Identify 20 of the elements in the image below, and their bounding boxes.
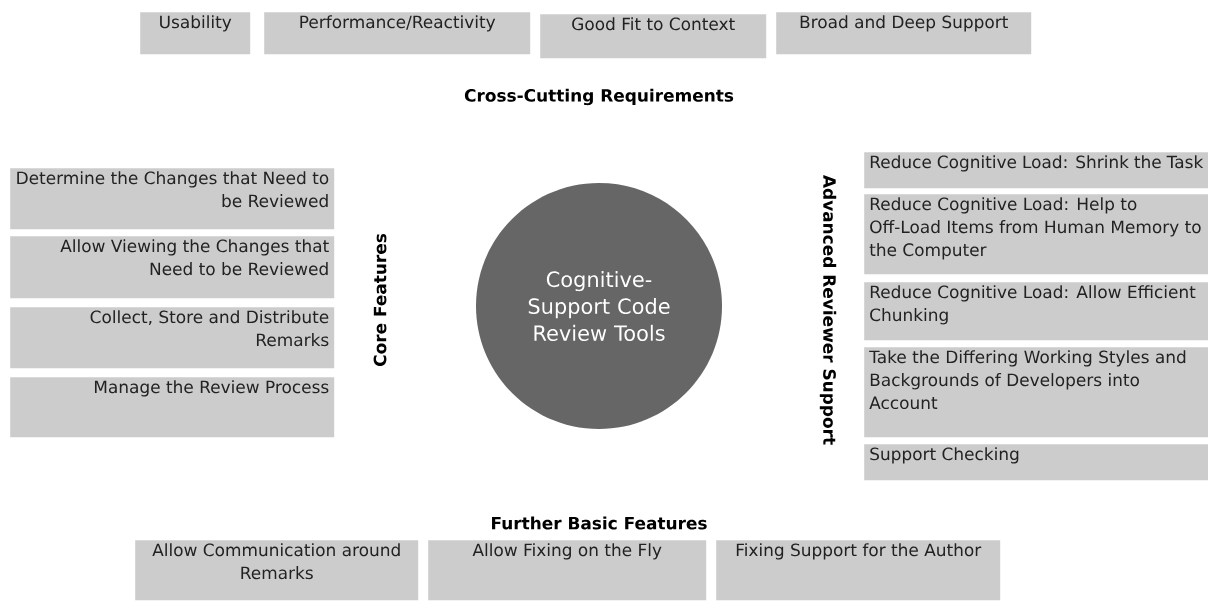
section-heading: Core Features bbox=[373, 233, 387, 366]
feature-box: Allow Fixing on the Fly bbox=[428, 540, 707, 601]
feature-box: Usability bbox=[140, 12, 251, 55]
section-heading: Cross-Cutting Requirements bbox=[464, 88, 734, 106]
feature-box: Allow Communication around Remarks bbox=[135, 540, 419, 601]
feature-box: Allow Viewing the Changes that Need to be Reviewed bbox=[10, 236, 335, 299]
feature-box: Determine the Changes that Need to be Reviewed bbox=[10, 168, 335, 230]
feature-box: Collect, Store and Distribute Remarks bbox=[10, 307, 335, 369]
feature-box: Reduce Cognitive Load: Help to Off-Load Items from Human Memory to the Computer bbox=[864, 194, 1208, 275]
feature-box: Support Checking bbox=[864, 444, 1208, 481]
feature-box: Broad and Deep Support bbox=[776, 12, 1032, 55]
feature-box: Take the Differing Working Styles and Backgrounds of Developers into Account bbox=[864, 347, 1208, 438]
feature-box: Manage the Review Process bbox=[10, 377, 335, 438]
feature-box: Performance/Reactivity bbox=[264, 12, 531, 55]
feature-box: Good Fit to Context bbox=[540, 14, 767, 59]
feature-box: Reduce Cognitive Load: Allow Efficient Chunking bbox=[864, 282, 1208, 341]
feature-box: Reduce Cognitive Load: Shrink the Task bbox=[864, 152, 1208, 189]
feature-box: Fixing Support for the Author bbox=[716, 540, 1001, 601]
section-heading: Advanced Reviewer Support bbox=[819, 175, 837, 445]
section-heading: Further Basic Features bbox=[492, 516, 707, 530]
